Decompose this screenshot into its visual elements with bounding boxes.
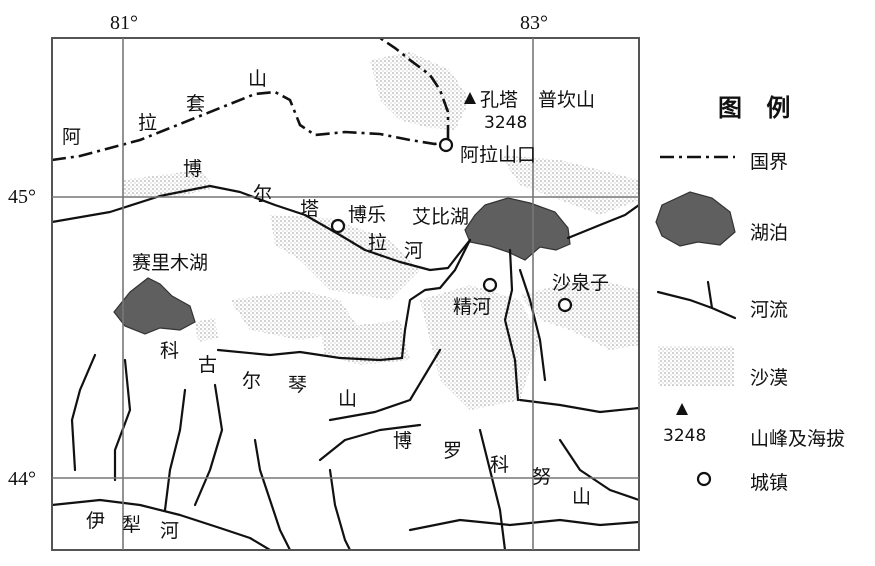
legend-desert-icon (658, 346, 734, 386)
river-south-8 (408, 518, 639, 532)
desert-patch-south-central (230, 290, 360, 340)
label-river-he: 河 (404, 240, 424, 262)
rivers (52, 184, 639, 550)
legend-desert-label: 沙漠 (750, 367, 789, 389)
label-peak-name: 孔塔 (480, 89, 519, 111)
river-south-1 (328, 348, 442, 422)
lat-label-44: 44° (8, 468, 36, 490)
river-south-3 (518, 398, 639, 414)
legend-title: 图 例 (718, 94, 799, 122)
legend-peak-label: 山峰及海拔 (750, 428, 846, 450)
town-icon-alashankou (438, 137, 454, 153)
label-alatau-3: 套 (186, 93, 206, 115)
jinghe-river (216, 238, 472, 362)
bortala-river (52, 184, 472, 272)
label-shaquanzi: 沙泉子 (552, 272, 610, 294)
legend-lake-label: 湖泊 (750, 222, 789, 244)
river-north-ebinur (566, 203, 639, 240)
legend-river-icon (656, 280, 737, 320)
label-jinghe: 精河 (453, 296, 492, 318)
desert-patch-small (195, 318, 218, 342)
town-icon-bole (330, 218, 346, 234)
river-south-4 (318, 423, 422, 462)
label-sayram-lake: 赛里木湖 (132, 252, 209, 274)
lake-ebinur (464, 197, 571, 261)
label-peak-elevation: 3248 (484, 113, 528, 133)
river-branch-d (193, 383, 224, 507)
label-alashankou: 阿拉山口 (460, 144, 537, 166)
label-boluo-5: 山 (572, 486, 592, 508)
label-boluo-3: 科 (490, 454, 510, 476)
river-south-2 (253, 438, 292, 550)
label-keguqin-4: 琴 (288, 374, 308, 396)
label-yili-3: 河 (160, 520, 180, 542)
lon-label-81: 81° (110, 12, 138, 34)
desert-patch-central (270, 215, 420, 300)
lake-sayram (113, 277, 196, 335)
river-south-6 (478, 428, 507, 550)
label-alatau-1: 阿 (62, 126, 82, 148)
legend-lake-icon (655, 191, 736, 247)
yili-river (52, 498, 272, 550)
desert-patch-northeast (500, 155, 639, 215)
label-keguqin-3: 尔 (242, 370, 262, 392)
peak-icon (464, 92, 476, 104)
map-frame (51, 37, 640, 551)
national-border (51, 36, 450, 162)
river-south-7 (558, 438, 639, 502)
label-yili-2: 犁 (122, 514, 142, 536)
legend-peak-sample: 3248 (663, 426, 707, 446)
label-alatau-4: 山 (248, 68, 268, 90)
label-keguqin-5: 山 (338, 388, 358, 410)
river-east-2 (518, 268, 547, 382)
legend-symbols (655, 155, 737, 487)
legend-peak-icon (676, 403, 688, 415)
label-boluo-2: 罗 (443, 440, 463, 462)
label-keguqin-2: 古 (198, 354, 218, 376)
label-bole: 博乐 (348, 204, 387, 226)
desert-patch-mid (320, 320, 410, 365)
lon-label-83: 83° (520, 12, 548, 34)
label-peak-name-2: 普坎山 (538, 89, 596, 111)
river-south-5 (328, 468, 352, 550)
label-river-er: 尔 (253, 183, 273, 205)
town-icon-shaquanzi (557, 297, 573, 313)
desert-patch-north (370, 52, 470, 130)
river-branch-a (70, 353, 97, 472)
label-boluo-1: 博 (393, 430, 413, 452)
label-keguqin-1: 科 (160, 340, 180, 362)
town-icon-jinghe (482, 277, 498, 293)
label-alatau-2: 拉 (138, 112, 158, 134)
river-branch-c (163, 388, 187, 512)
desert-areas (122, 52, 639, 410)
graticule (52, 38, 639, 550)
label-ebinur-lake: 艾比湖 (412, 206, 470, 228)
label-boluo-4: 努 (532, 466, 552, 488)
label-river-la: 拉 (368, 232, 388, 254)
legend-town-icon (696, 471, 712, 487)
legend-border-label: 国界 (750, 151, 789, 173)
label-yili-1: 伊 (86, 510, 106, 532)
legend-town-label: 城镇 (750, 472, 789, 494)
label-river-bo: 博 (183, 158, 203, 180)
legend-river-label: 河流 (750, 299, 789, 321)
desert-patch-far-east (520, 280, 639, 350)
lat-label-45: 45° (8, 186, 36, 208)
label-river-ta: 塔 (300, 198, 320, 220)
desert-patch-east (420, 285, 540, 410)
river-east-1 (503, 248, 520, 402)
